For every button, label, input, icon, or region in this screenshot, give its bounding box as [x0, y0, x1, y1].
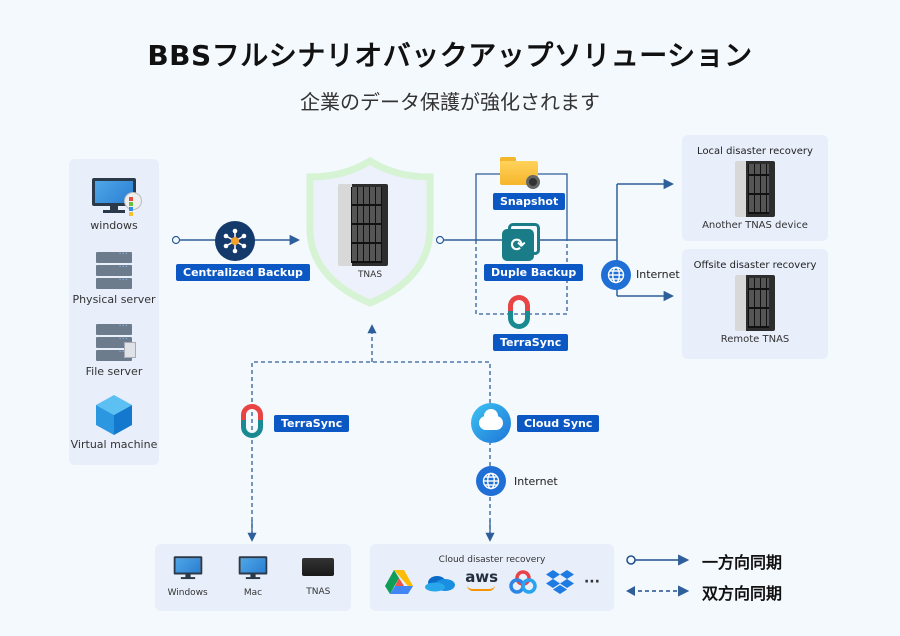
snapshot-badge: Snapshot: [493, 193, 566, 210]
sync-devices-panel: Windows Mac TNAS: [155, 544, 351, 611]
source-file-server: File server: [69, 321, 159, 378]
duple-backup-icon: ⟳: [502, 223, 540, 261]
more-providers: ···: [583, 574, 600, 590]
source-label: windows: [90, 219, 138, 232]
dropbox-icon: [546, 570, 575, 594]
tnas-desktop-icon: [302, 558, 335, 576]
terrasync-badge: TerraSync: [493, 334, 569, 351]
two-way-sync-lines: [247, 324, 495, 542]
sync-device-tnas: TNAS: [291, 556, 346, 597]
terrasync-icon: [505, 295, 533, 331]
source-virtual-machine: Virtual machine: [69, 393, 159, 451]
source-physical-server: Physical server: [69, 249, 159, 306]
offsite-recovery-panel: Offsite disaster recovery Remote TNAS: [682, 249, 828, 359]
offsite-recovery-device: Remote TNAS: [720, 334, 790, 345]
tnas-label: TNAS: [357, 270, 383, 280]
cloud-sync-badge: Cloud Sync: [517, 415, 600, 432]
source-label: Virtual machine: [70, 438, 158, 451]
virtual-machine-icon: [96, 395, 132, 435]
local-recovery-device: Another TNAS device: [702, 220, 808, 231]
offsite-recovery-title: Offsite disaster recovery: [693, 260, 817, 271]
windows-pc-icon: [92, 178, 142, 216]
snapshot-icon: [500, 157, 540, 189]
sync-device-label: Mac: [243, 588, 263, 598]
onedrive-icon: [424, 576, 455, 592]
file-server-icon: [96, 321, 136, 363]
sync-device-mac: Mac: [225, 556, 280, 598]
sync-device-label: TNAS: [306, 587, 331, 597]
internet-label-right: Internet: [636, 268, 680, 281]
source-windows: windows: [69, 178, 159, 232]
page-title: BBSフルシナリオバックアップソリューション: [147, 39, 753, 72]
internet-label-bottom: Internet: [514, 475, 558, 488]
another-tnas-icon: [735, 161, 775, 217]
source-label: Physical server: [72, 293, 156, 306]
legend-one-way-label: 一方向同期: [702, 553, 783, 572]
page-subtitle: 企業のデータ保護が強化されます: [300, 90, 600, 114]
aws-icon: aws: [465, 569, 499, 595]
local-recovery-title: Local disaster recovery: [697, 146, 813, 157]
terrasync-bottom-icon: [238, 404, 266, 440]
cloud-recovery-title: Cloud disaster recovery: [438, 555, 546, 565]
baidu-cloud-icon: [509, 570, 537, 594]
globe-icon: [476, 466, 506, 496]
centralized-backup-icon: [215, 221, 255, 261]
legend-two-way-line: [626, 585, 690, 597]
windows-pc-icon: [173, 556, 202, 580]
legend-one-way-line: [626, 554, 690, 566]
physical-server-icon: [96, 249, 132, 291]
terrasync-bottom-badge: TerraSync: [274, 415, 350, 432]
mac-pc-icon: [238, 556, 268, 580]
remote-tnas-icon: [735, 275, 775, 331]
source-label: File server: [85, 365, 143, 378]
google-drive-icon: [385, 570, 413, 594]
globe-icon: [601, 260, 631, 290]
sync-device-windows: Windows: [160, 556, 215, 598]
legend-two-way-label: 双方向同期: [702, 584, 783, 603]
centralized-backup-badge: Centralized Backup: [176, 264, 310, 281]
duple-backup-badge: Duple Backup: [484, 264, 584, 281]
cloud-sync-icon: [471, 403, 511, 443]
tnas-device-icon: [338, 184, 388, 266]
cloud-recovery-panel: Cloud disaster recovery aws: [370, 544, 614, 611]
local-recovery-panel: Local disaster recovery Another TNAS dev…: [682, 135, 828, 241]
sync-device-label: Windows: [167, 588, 208, 598]
